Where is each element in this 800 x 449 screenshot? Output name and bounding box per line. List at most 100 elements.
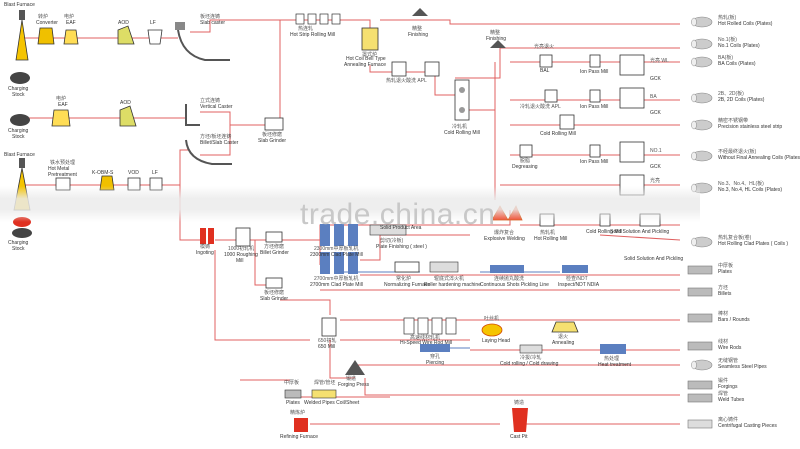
charging-stock-label-2: Stock: [12, 134, 25, 140]
plate-mill-stand: [320, 252, 330, 274]
billet-caster-curve: [185, 139, 232, 165]
ingot-equipment: [200, 227, 283, 289]
aod-label: AOD: [120, 100, 131, 106]
mill-stand: [331, 13, 341, 25]
annealing-label: Annealing: [552, 340, 575, 346]
cast-pit: [512, 408, 528, 432]
charging-stock-label: Charging: [8, 240, 29, 246]
output-product-en: Precision stainless steel strip: [718, 124, 783, 130]
ion-pass-box: [589, 89, 601, 103]
hi-speed-label: Hi-Speed Wire Rod Mill: [400, 340, 452, 346]
roller-harden-cn-label: 辊底式淬火机: [434, 276, 465, 282]
flow-line: [360, 234, 470, 261]
degreasing-cn-label: 脱脂: [520, 158, 531, 164]
refining-label: Refining Furnace: [280, 434, 319, 440]
bar-product-icon: [687, 419, 713, 429]
slab-grinder-label: Slab Grinder: [258, 138, 287, 144]
cold-draw-label: Cold rolling / Cold drawing: [500, 361, 559, 367]
ba-label: BA: [650, 94, 657, 100]
clad-mill-label-2: 2700mm Clad Plate Mill: [310, 282, 363, 288]
output-product-cn: 无缝钢管: [718, 358, 739, 364]
output-product-cn: 焊管: [718, 391, 729, 397]
annealing-cn-label: 退火: [558, 334, 569, 340]
heat-treat-label: Heat treatment: [598, 362, 632, 368]
output-product-en: Billets: [718, 291, 732, 297]
grinder: [265, 231, 283, 243]
gck-label: GCK: [650, 164, 661, 170]
blast-furnace-label: Blast Furnace: [4, 152, 35, 158]
inspection-box: [619, 141, 645, 163]
piercing-cn-label: 穿孔: [430, 354, 441, 360]
piercing-mill: [420, 344, 450, 352]
heat-treatment: [600, 344, 626, 354]
bal-furnace: [519, 54, 575, 158]
bar-product-icon: [687, 265, 713, 275]
flow-line: [434, 72, 455, 96]
output-product-cn: 线材: [718, 339, 729, 345]
coil-end-icon: [691, 237, 697, 247]
plate-mill-cn-label: 2700mm中厚板轧机: [314, 276, 359, 282]
apl-box: [391, 61, 407, 77]
coil-end-icon: [691, 57, 697, 67]
lf-shape: [147, 29, 163, 45]
output-product-en: Without Final Annealing Coils (Plates): [718, 155, 800, 161]
output-product-icons: [687, 16, 713, 429]
forging-label: Forging Press: [338, 382, 370, 388]
lf-label: LF: [150, 20, 156, 26]
roughing-label-2: Mill: [236, 258, 244, 264]
wire-rod-mill: [431, 317, 443, 335]
plate-mill-stand: [320, 224, 330, 246]
mill-stand: [319, 13, 329, 25]
finishing-label: Finishing: [408, 32, 429, 38]
bal-cn-label: 光亮退火: [534, 44, 555, 50]
bell-anneal-label-2: Annealing Furnace: [344, 62, 386, 68]
cold-mill-box: [559, 114, 575, 130]
bar-product-icon: [687, 341, 713, 351]
blast-furnace-1: [10, 10, 30, 84]
normalizing-label: Normalizing Furnace: [384, 282, 431, 288]
output-product-en: Weld Tubes: [718, 397, 745, 403]
mill-650-cn-label: 650初轧: [318, 338, 337, 344]
bright-label: 光亮: [650, 178, 661, 184]
bal-label: BAL: [540, 68, 550, 74]
mill-650: [321, 317, 337, 337]
wire-rod-mill: [403, 317, 415, 335]
inspect-cn-label: 检查/NDT: [566, 276, 588, 282]
cast-pit-label: Cast Pit: [510, 434, 528, 440]
charging-stock-pile: [10, 114, 30, 126]
coil-end-icon: [691, 151, 697, 161]
welded-pipes: [311, 389, 337, 399]
output-product-cn: 热轧复合板(卷): [718, 235, 752, 241]
ion-pass-label: Ion Pass Mill: [580, 104, 609, 110]
aod-label: AOD: [118, 20, 129, 26]
eaf-label: EAF: [66, 20, 76, 26]
grinder: [265, 277, 283, 289]
flow-line: [280, 299, 331, 315]
converter-cn-label: 转炉: [38, 14, 49, 20]
output-product-cn: 不经最终退火(板): [718, 149, 757, 155]
plates-label: Plates: [286, 400, 300, 406]
plate-mills: [320, 224, 358, 274]
no1-label: NO.1: [650, 148, 662, 154]
cold-drawing: [519, 344, 543, 354]
cast-pit-cn-label: 铸造: [514, 400, 525, 406]
plate-finishing-line: [369, 224, 588, 273]
slab-caster: [175, 22, 230, 61]
blast-furnace-shape: [15, 19, 29, 61]
ingoting-label: Ingoting: [196, 250, 214, 256]
roller-hardening: [429, 261, 459, 273]
mill-stand: [295, 13, 305, 25]
finishing2-label: Finishing: [486, 36, 507, 42]
output-product-cn: 2B、2D(板): [718, 91, 744, 97]
welded-label: Welded Pipes Coil/Sheet: [304, 400, 360, 406]
laying-label: Laying Head: [482, 338, 511, 344]
heat-treat-cn-label: 热处理: [604, 356, 620, 362]
output-product-cn: BA(板): [718, 55, 734, 61]
roughing-label: 1000 Roughing: [224, 252, 258, 258]
charging-stock-label: Charging: [8, 128, 29, 134]
cold-rolling-label: Cold Rolling Mill: [540, 131, 576, 137]
output-product: No.3、No.4、HL(板)No.3, No.4, HL Coils (Pla…: [718, 181, 782, 193]
